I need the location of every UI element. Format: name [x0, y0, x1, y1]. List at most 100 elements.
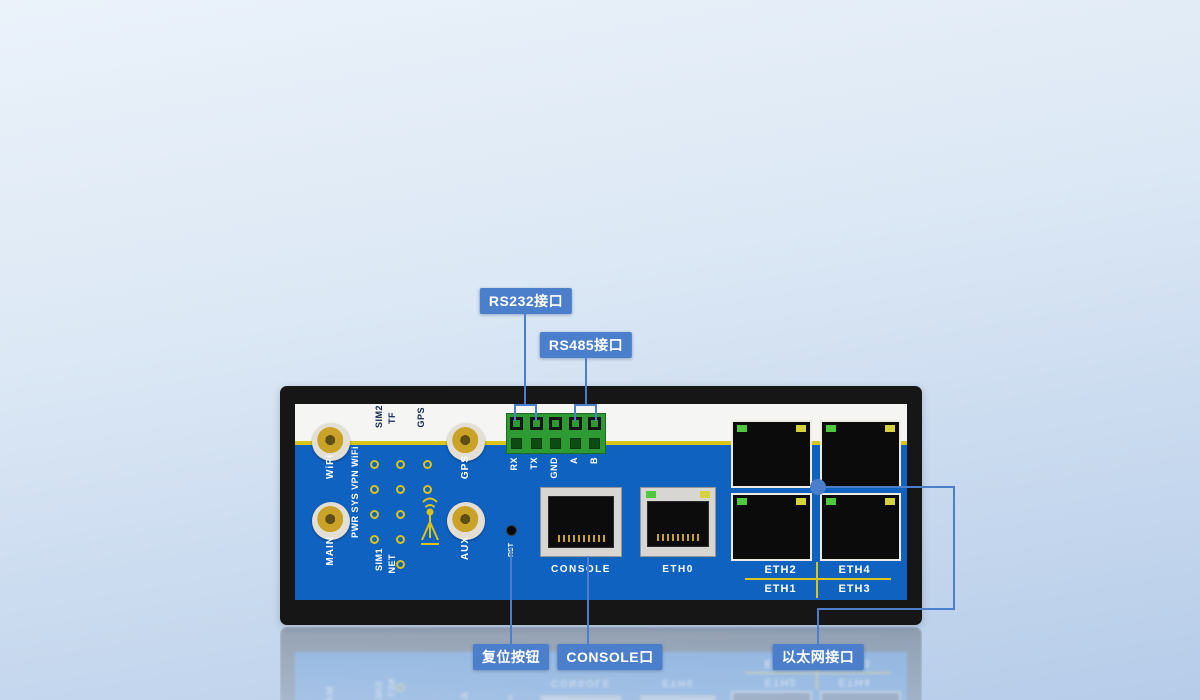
reset-button[interactable]: [506, 525, 517, 536]
net-led-label: NET: [387, 678, 397, 699]
eth0-link-led: [646, 491, 656, 498]
callout-reset: 复位按钮: [473, 644, 549, 670]
terminal-screw: [588, 417, 602, 430]
eth4-label: ETH4: [818, 672, 891, 690]
callout-line-ethernet-drop: [817, 608, 819, 645]
callout-line-rs232: [524, 310, 526, 406]
callout-line-ethernet-top: [818, 486, 955, 488]
aux-antenna-label: AUX: [460, 692, 471, 700]
callout-bracket-rs485: [575, 404, 597, 406]
tf-led-label: TF: [387, 412, 397, 424]
terminal-hole: [530, 438, 542, 449]
wifi-antenna-connector: [312, 423, 350, 461]
led-indicator: [370, 510, 379, 519]
eth4-link-led: [826, 425, 836, 432]
console-port-pins: [558, 535, 606, 542]
terminal-screw: [549, 417, 563, 430]
callout-tick-rs485-a: [574, 404, 576, 421]
callout-line-ethernet-right: [953, 486, 955, 610]
led-indicator: [423, 460, 432, 469]
led-indicator: [396, 485, 405, 494]
eth1-port: [731, 691, 812, 700]
callout-line-console: [587, 556, 589, 645]
terminal-slot: [585, 414, 605, 453]
pin-label-a: A: [569, 457, 579, 464]
device-faceplate: WiFi MAIN GPS AUX PWR SYS VPN WiFi SIM2 …: [295, 404, 907, 600]
eth2-activity-led: [796, 425, 806, 432]
eth2-label: ETH2: [745, 562, 818, 580]
led-indicator: [423, 485, 432, 494]
console-port-label: CONSOLE: [551, 677, 611, 688]
eth3-link-led: [826, 498, 836, 505]
eth0-port: [640, 487, 716, 557]
led-indicator: [396, 535, 405, 544]
gps-antenna-label: GPS: [460, 455, 471, 480]
eth0-port-pins: [657, 534, 701, 541]
led-indicator: [370, 460, 379, 469]
terminal-hole: [589, 438, 601, 449]
eth3-label: ETH3: [838, 583, 871, 595]
led-indicator: [396, 510, 405, 519]
callout-console: CONSOLE口: [557, 644, 663, 670]
eth0-activity-led: [700, 491, 710, 498]
callout-tick-rs485-b: [595, 404, 597, 421]
aux-antenna-label: AUX: [460, 536, 471, 561]
led-column-labels: PWR SYS VPN WiFi: [350, 446, 360, 538]
gps-led-label: GPS: [416, 407, 426, 428]
led-indicator: [396, 683, 405, 692]
eth0-port-opening: [647, 501, 709, 547]
antenna-symbol-icon: [421, 497, 439, 545]
callout-line-rs485: [585, 354, 587, 406]
callout-tick-rs232-tx: [535, 404, 537, 421]
console-port-label: CONSOLE: [551, 564, 611, 575]
eth1-link-led: [737, 498, 747, 505]
eth1-label: ETH1: [745, 580, 818, 598]
eth0-port: [640, 695, 716, 700]
pin-label-gnd: GND: [549, 457, 559, 479]
eth0-port-label: ETH0: [662, 564, 694, 575]
eth1-activity-led: [796, 498, 806, 505]
callout-bracket-rs232: [515, 404, 537, 406]
callout-line-ethernet-bottom: [818, 608, 955, 610]
eth2-port: [731, 420, 812, 488]
terminal-slot: [507, 414, 527, 453]
eth4-port: [820, 420, 901, 488]
led-indicator: [396, 460, 405, 469]
sim1-led-label: SIM1: [374, 680, 384, 700]
terminal-hole: [569, 438, 581, 449]
pin-label-b: B: [589, 457, 599, 464]
terminal-slot: [546, 414, 566, 453]
eth2-label: ETH2: [745, 672, 818, 690]
eth3-port: [820, 691, 901, 700]
sim1-led-label: SIM1: [374, 548, 384, 572]
ethernet-port-labels: ETH2 ETH4 ETH1 ETH3: [745, 562, 891, 598]
callout-ethernet: 以太网接口: [772, 644, 864, 670]
pin-label-rx: RX: [509, 457, 519, 471]
terminal-hole: [550, 438, 562, 449]
callout-rs485: RS485接口: [539, 332, 633, 358]
main-antenna-label: MAIN: [325, 686, 336, 700]
eth2-link-led: [737, 425, 747, 432]
callout-rs232: RS232接口: [479, 288, 573, 314]
eth4-activity-led: [885, 425, 895, 432]
device: WiFi MAIN GPS AUX PWR SYS VPN WiFi SIM2 …: [280, 386, 922, 625]
led-indicator: [370, 535, 379, 544]
gps-antenna-connector: [447, 423, 485, 461]
eth3-activity-led: [885, 498, 895, 505]
console-port: [540, 695, 622, 700]
aux-antenna-connector: [447, 502, 485, 540]
main-antenna-connector: [312, 502, 350, 540]
eth0-port-label: ETH0: [662, 677, 694, 688]
eth3-port: [820, 493, 901, 561]
wifi-antenna-label: WiFi: [325, 454, 336, 480]
ethernet-port-grid: [731, 420, 901, 561]
eth4-label: ETH4: [818, 562, 891, 580]
led-indicator: [370, 485, 379, 494]
callout-tick-rs232-rx: [514, 404, 516, 421]
console-port: [540, 487, 622, 557]
pin-label-tx: TX: [529, 457, 539, 470]
callout-line-reset: [510, 547, 512, 645]
ethernet-port-grid: [731, 691, 901, 700]
serial-terminal-block: [506, 413, 606, 454]
